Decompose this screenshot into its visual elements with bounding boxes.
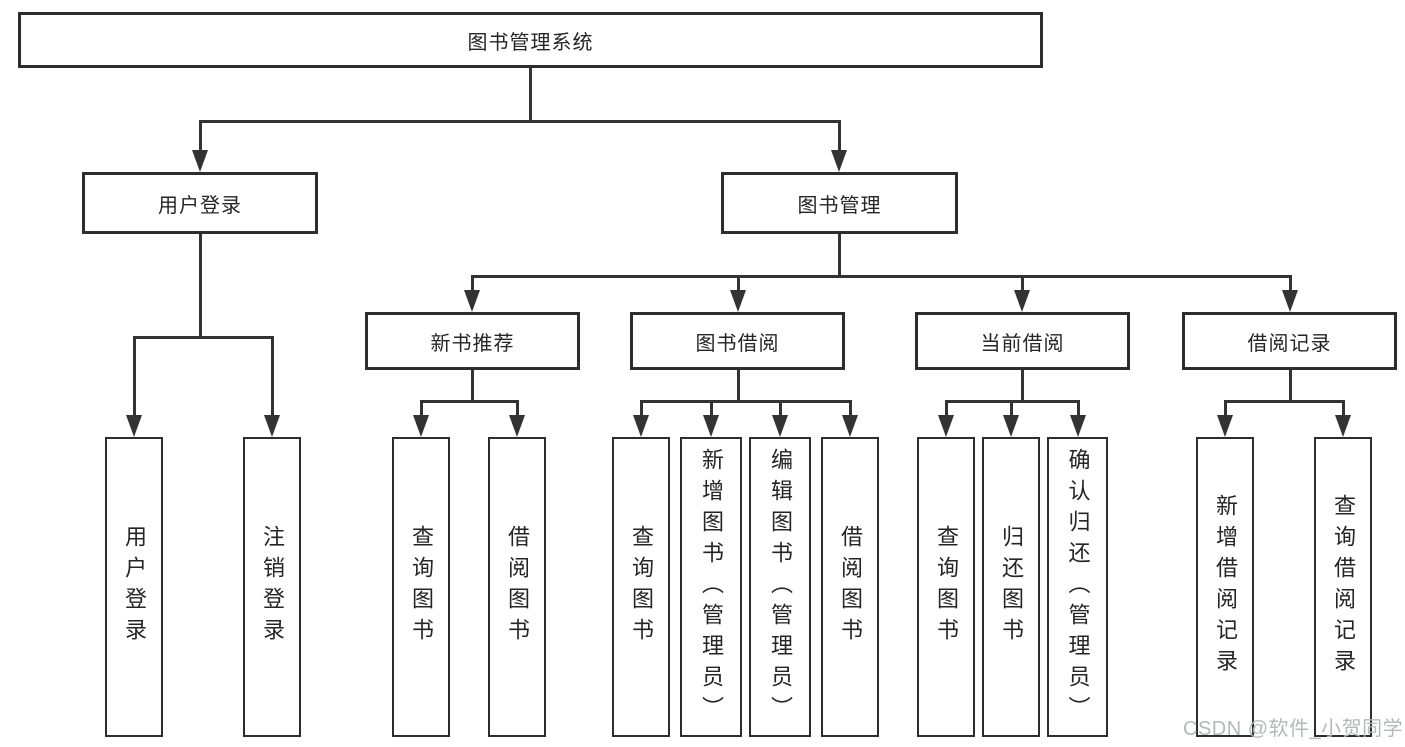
arrowhead-down-icon bbox=[703, 415, 719, 437]
connector-drop-br-query bbox=[1342, 400, 1345, 417]
leaf-borrow-add-books-admin-label: 新增图书（管理员） bbox=[699, 447, 724, 727]
connector-book-mgmt-stem bbox=[838, 234, 841, 277]
connector-user-login-stem bbox=[199, 234, 202, 336]
leaf-borrow-borrow-books-label: 借阅图书 bbox=[838, 525, 863, 649]
connector-book-mgmt-rail bbox=[471, 275, 1292, 278]
leaf-borrow-edit-books-admin-label: 编辑图书（管理员） bbox=[768, 447, 793, 727]
arrowhead-down-icon bbox=[1003, 415, 1019, 437]
node-library-system: 图书管理系统 bbox=[18, 12, 1043, 68]
node-borrow-records: 借阅记录 bbox=[1182, 312, 1397, 370]
arrowhead-down-icon bbox=[192, 150, 208, 172]
node-borrow-records-label: 借阅记录 bbox=[1247, 332, 1332, 355]
arrowhead-down-icon bbox=[413, 415, 429, 437]
csdn-watermark: CSDN @软件_小贺同学 bbox=[1183, 718, 1404, 740]
connector-drop-login-leaf bbox=[133, 336, 136, 417]
node-user-login-label: 用户登录 bbox=[158, 194, 242, 217]
node-current-borrow: 当前借阅 bbox=[915, 312, 1130, 370]
node-new-book-recommend-label: 新书推荐 bbox=[430, 332, 515, 355]
leaf-borrow-edit-books-admin: 编辑图书（管理员） bbox=[749, 437, 811, 737]
leaf-newbooks-query-books-label: 查询图书 bbox=[409, 525, 434, 649]
leaf-records-query-record: 查询借阅记录 bbox=[1314, 437, 1372, 737]
leaf-current-return-books-label: 归还图书 bbox=[999, 525, 1024, 649]
node-library-system-label: 图书管理系统 bbox=[467, 31, 594, 54]
connector-new-books-rail bbox=[420, 400, 519, 403]
leaf-user-login-label: 用户登录 bbox=[122, 525, 147, 649]
leaf-current-query-books-label: 查询图书 bbox=[934, 525, 959, 649]
connector-drop-nb-borrow bbox=[516, 400, 519, 417]
leaf-current-confirm-return-admin-label: 确认归还（管理员） bbox=[1065, 447, 1091, 727]
node-user-login: 用户登录 bbox=[82, 172, 318, 234]
node-book-borrow: 图书借阅 bbox=[630, 312, 845, 370]
arrowhead-down-icon bbox=[1335, 415, 1351, 437]
leaf-newbooks-borrow-books: 借阅图书 bbox=[488, 437, 546, 737]
connector-drop-book-mgmt bbox=[838, 120, 841, 152]
arrowhead-down-icon bbox=[1070, 415, 1086, 437]
node-book-borrow-label: 图书借阅 bbox=[695, 332, 780, 355]
connector-drop-book-borrow bbox=[737, 275, 740, 292]
connector-drop-br-add bbox=[1224, 400, 1227, 417]
connector-drop-bb-edit bbox=[779, 400, 782, 417]
connector-root-rail bbox=[199, 120, 841, 123]
leaf-logout: 注销登录 bbox=[243, 437, 301, 737]
arrowhead-down-icon bbox=[938, 415, 954, 437]
leaf-newbooks-query-books: 查询图书 bbox=[392, 437, 450, 737]
connector-root-stem bbox=[529, 68, 532, 120]
leaf-records-query-record-label: 查询借阅记录 bbox=[1331, 494, 1356, 680]
connector-new-books-stem bbox=[471, 370, 474, 402]
arrowhead-down-icon bbox=[264, 415, 280, 437]
connector-drop-bb-add bbox=[710, 400, 713, 417]
leaf-user-login: 用户登录 bbox=[105, 437, 163, 737]
connector-drop-bb-borrow bbox=[849, 400, 852, 417]
connector-drop-cb-query bbox=[945, 400, 948, 417]
connector-current-borrow-rail bbox=[945, 400, 1080, 403]
leaf-borrow-query-books: 查询图书 bbox=[612, 437, 670, 737]
leaf-records-add-record: 新增借阅记录 bbox=[1196, 437, 1254, 737]
leaf-current-return-books: 归还图书 bbox=[982, 437, 1040, 737]
arrowhead-down-icon bbox=[1217, 415, 1233, 437]
arrowhead-down-icon bbox=[126, 415, 142, 437]
arrowhead-down-icon bbox=[464, 290, 480, 312]
connector-borrow-records-stem bbox=[1289, 370, 1292, 402]
connector-drop-borrow-records bbox=[1289, 275, 1292, 292]
arrowhead-down-icon bbox=[772, 415, 788, 437]
connector-book-borrow-rail bbox=[640, 400, 852, 403]
leaf-borrow-query-books-label: 查询图书 bbox=[629, 525, 654, 649]
connector-drop-current-borrow bbox=[1021, 275, 1024, 292]
connector-drop-nb-query bbox=[420, 400, 423, 417]
connector-drop-bb-query bbox=[640, 400, 643, 417]
arrowhead-down-icon bbox=[1282, 290, 1298, 312]
leaf-current-confirm-return-admin: 确认归还（管理员） bbox=[1047, 437, 1108, 737]
connector-book-borrow-stem bbox=[737, 370, 740, 402]
arrowhead-down-icon bbox=[730, 290, 746, 312]
leaf-borrow-add-books-admin: 新增图书（管理员） bbox=[680, 437, 742, 737]
node-book-management: 图书管理 bbox=[721, 172, 958, 234]
connector-borrow-records-rail bbox=[1224, 400, 1345, 403]
arrowhead-down-icon bbox=[509, 415, 525, 437]
leaf-current-query-books: 查询图书 bbox=[917, 437, 975, 737]
leaf-logout-label: 注销登录 bbox=[260, 525, 285, 649]
node-current-borrow-label: 当前借阅 bbox=[980, 332, 1065, 355]
arrowhead-down-icon bbox=[633, 415, 649, 437]
connector-drop-user-login bbox=[199, 120, 202, 152]
connector-drop-logout-leaf bbox=[271, 336, 274, 417]
connector-drop-cb-confirm bbox=[1077, 400, 1080, 417]
leaf-borrow-borrow-books: 借阅图书 bbox=[821, 437, 879, 737]
connector-drop-new-books bbox=[471, 275, 474, 292]
node-book-management-label: 图书管理 bbox=[797, 194, 882, 217]
connector-drop-cb-return bbox=[1010, 400, 1013, 417]
connector-user-login-rail bbox=[133, 336, 274, 339]
arrowhead-down-icon bbox=[1014, 290, 1030, 312]
leaf-newbooks-borrow-books-label: 借阅图书 bbox=[505, 525, 530, 649]
arrowhead-down-icon bbox=[842, 415, 858, 437]
arrowhead-down-icon bbox=[831, 150, 847, 172]
leaf-records-add-record-label: 新增借阅记录 bbox=[1213, 494, 1238, 680]
node-new-book-recommend: 新书推荐 bbox=[365, 312, 580, 370]
connector-current-borrow-stem bbox=[1021, 370, 1024, 402]
